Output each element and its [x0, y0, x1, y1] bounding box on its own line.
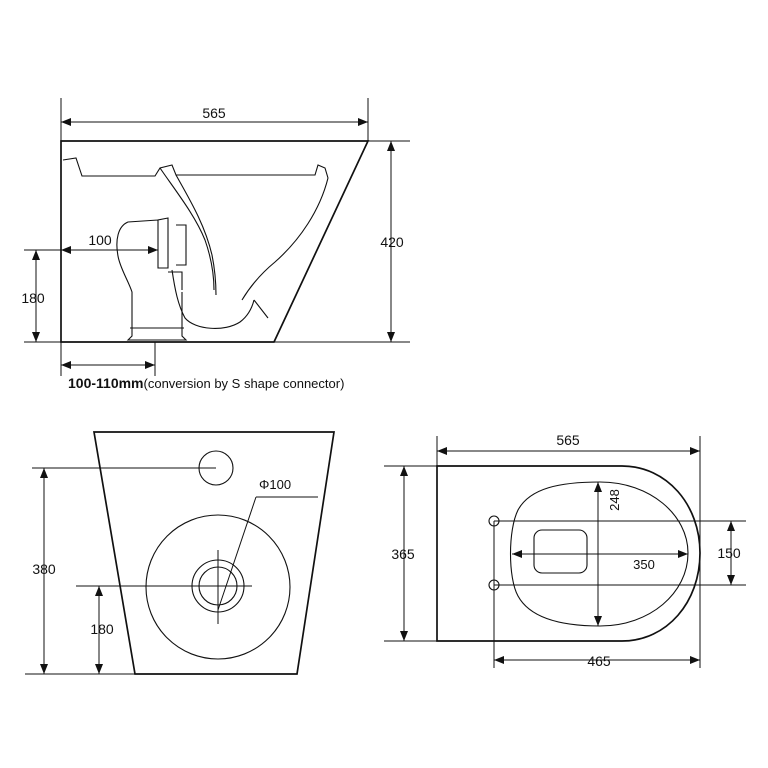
arrow-head [148, 246, 158, 254]
back-outlet-diameter-label: Φ100 [259, 477, 291, 492]
outlet-range-label: 100-110mm [68, 375, 144, 391]
arrow-head [61, 361, 71, 369]
top-drain [533, 529, 588, 574]
side-bowl-front [241, 177, 329, 301]
arrow-head [387, 141, 395, 151]
diameter-leader [217, 496, 257, 611]
back-outlet-ring [145, 514, 291, 660]
side-rim [62, 157, 329, 179]
side-outlet-height-label: 180 [21, 290, 45, 306]
arrow-head [727, 575, 735, 585]
side-view: 565 420 100 180 100-110mm(conversion by … [21, 98, 410, 391]
arrow-head [512, 550, 522, 558]
back-view: 380 180 Φ100 [25, 431, 335, 675]
arrow-head [678, 550, 688, 558]
arrow-head [145, 361, 155, 369]
arrow-head [387, 332, 395, 342]
arrow-head [727, 521, 735, 531]
side-outlet-offset-label: 100 [88, 232, 112, 248]
arrow-head [358, 118, 368, 126]
arrow-head [95, 586, 103, 596]
arrow-head [32, 250, 40, 260]
top-view: 565 365 248 350 150 465 [384, 432, 746, 669]
arrow-head [690, 656, 700, 664]
arrow-head [494, 656, 504, 664]
side-trapway [159, 167, 269, 329]
side-bowl-inner [175, 174, 217, 296]
back-outlet-height-label: 180 [90, 621, 114, 637]
side-width-label: 565 [202, 105, 226, 121]
arrow-head [61, 246, 71, 254]
arrow-head [95, 664, 103, 674]
top-height-label: 365 [391, 546, 415, 562]
arrow-head [40, 468, 48, 478]
top-hole-spacing-label: 150 [717, 545, 741, 561]
arrow-head [437, 447, 447, 455]
arrow-head [61, 118, 71, 126]
arrow-head [690, 447, 700, 455]
top-bowl-opening [509, 481, 689, 627]
back-body-outline [92, 431, 335, 675]
side-height-label: 420 [380, 234, 404, 250]
arrow-head [400, 466, 408, 476]
arrow-head [594, 616, 602, 626]
back-height-label: 380 [32, 561, 56, 577]
top-hole-to-front-label: 465 [587, 653, 611, 669]
arrow-head [400, 631, 408, 641]
arrow-head [40, 664, 48, 674]
top-bowl-width-label: 350 [633, 557, 655, 572]
side-outlet [116, 217, 188, 341]
arrow-head [32, 332, 40, 342]
top-bowl-depth-label: 248 [607, 489, 622, 511]
arrow-head [594, 482, 602, 492]
side-outlet-range-text: 100-110mm(conversion by S shape connecto… [68, 375, 344, 391]
top-width-label: 565 [556, 432, 580, 448]
outlet-note-label: (conversion by S shape connector) [144, 376, 345, 391]
